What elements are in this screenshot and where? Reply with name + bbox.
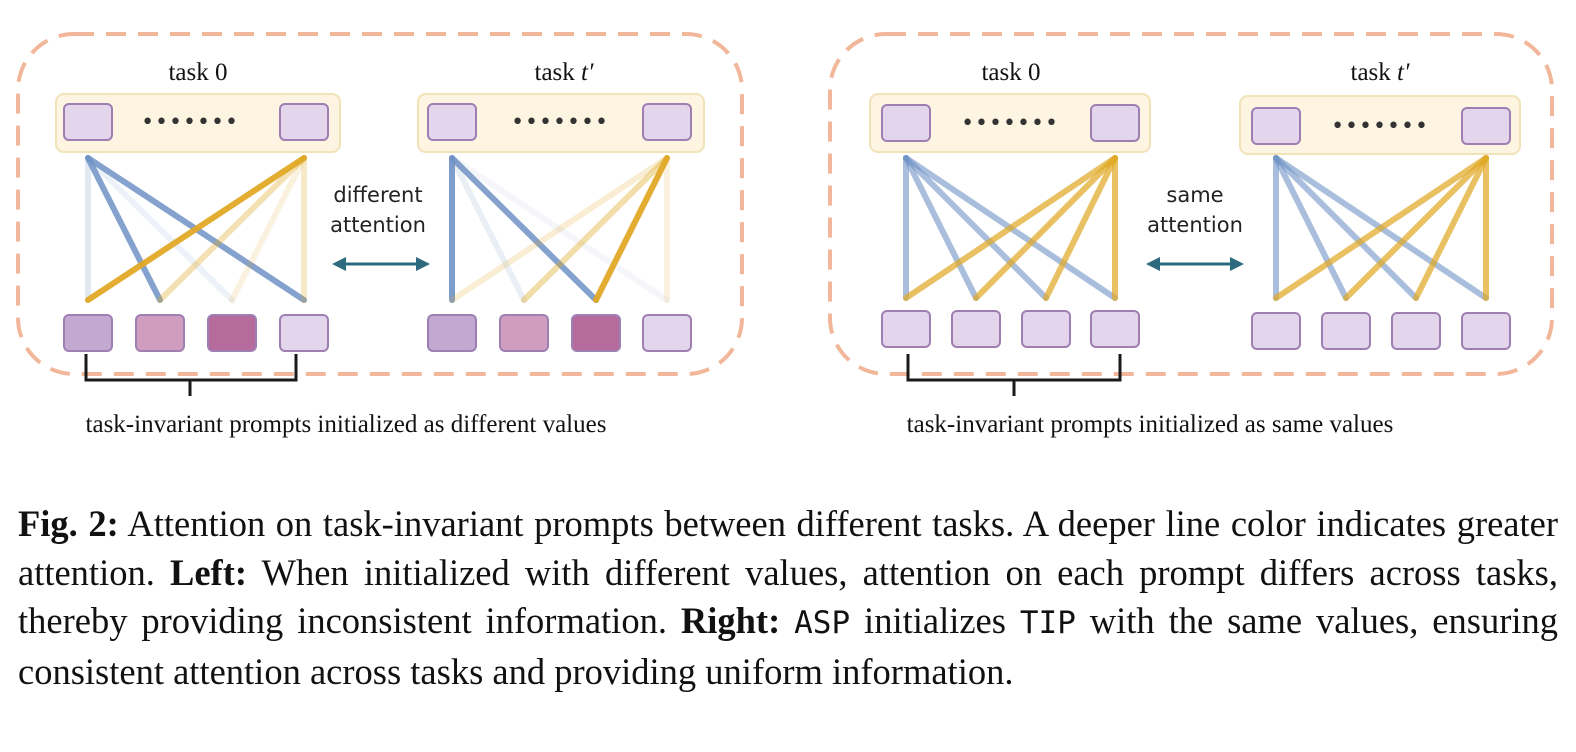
invariant-prompt-box (1090, 310, 1140, 348)
attention-label-line2: attention (330, 213, 426, 237)
caption-text-4: with the same values, ensuring consisten… (18, 600, 1558, 692)
attention-arrow-head-left (1146, 257, 1160, 271)
attention-line-blue (903, 155, 1049, 301)
brace-bracket (84, 354, 298, 396)
task-prompt-box (642, 103, 692, 141)
invariant-prompt-box (1461, 312, 1511, 350)
attention-line-gold (973, 155, 1118, 301)
attention-line-gold (85, 155, 307, 303)
ellipsis-dots: ••••••• (961, 111, 1059, 136)
task-prompt-box (1251, 107, 1301, 145)
caption-text-2: When initialized with different values, … (18, 551, 1558, 642)
attention-line-gold (593, 155, 670, 303)
ellipsis-dots: ••••••• (1331, 114, 1429, 139)
caption-text-3: initializes (850, 600, 1020, 641)
invariant-prompt-box (63, 314, 113, 352)
figure-caption: Fig. 2: Attention on task-invariant prom… (18, 500, 1558, 696)
task-prompt-box (881, 104, 931, 142)
task-prompt-container (869, 93, 1151, 153)
task-title: task 0 (168, 59, 227, 86)
brace-bracket (906, 354, 1122, 396)
task-prompt-box (1090, 104, 1140, 142)
ellipsis-dots: ••••••• (141, 110, 239, 135)
invariant-prompt-box (1391, 312, 1441, 350)
attention-label-line1: same (1166, 183, 1223, 207)
attention-line-gold (1273, 155, 1489, 301)
task-prompt-box (427, 103, 477, 141)
task-prompt-box (63, 103, 113, 141)
invariant-prompt-box (279, 314, 329, 352)
task-title: task t′ (1351, 59, 1410, 86)
invariant-prompt-box (951, 310, 1001, 348)
task-prompt-container (1239, 95, 1521, 155)
caption-left-label: Left: (170, 551, 248, 593)
attention-line-blue (449, 155, 670, 303)
attention-arrow-head-left (332, 257, 346, 271)
task-group-1: task t′ ••••••• (417, 59, 705, 352)
attention-line-gold (521, 155, 670, 303)
attention-line-blue (85, 155, 235, 303)
invariant-prompt-box (1321, 312, 1371, 350)
task-prompt-box (279, 103, 329, 141)
attention-line-gold (1413, 155, 1489, 301)
task-prompt-container (417, 93, 705, 153)
figure-diagram: task 0 ••••••• task t′ ••••••• different atte… (16, 32, 1554, 438)
task-prompt-box (1461, 107, 1511, 145)
invariant-prompt-box (427, 314, 477, 352)
attention-line-gold (449, 155, 670, 303)
panel-frame (828, 32, 1554, 376)
attention-line-gold (1343, 155, 1489, 301)
task-group-0: task 0 ••••••• (869, 59, 1151, 348)
attention-line-blue (903, 155, 979, 301)
attention-line-gold (229, 155, 307, 303)
attention-label-line1: different (333, 183, 422, 207)
panel-frame (16, 32, 744, 376)
panel-caption: task-invariant prompts initialized as sa… (907, 411, 1394, 438)
attention-arrow-head-right (416, 257, 430, 271)
caption-text-1: Attention on task-invariant prompts betw… (18, 503, 1558, 593)
caption-right-label: Right: (680, 600, 781, 641)
attention-label-line2: attention (1147, 213, 1243, 237)
attention-line-blue (85, 155, 163, 303)
invariant-prompt-box (881, 310, 931, 348)
task-title: task t′ (535, 59, 594, 86)
invariant-prompt-box (1251, 312, 1301, 350)
attention-line-blue (1273, 155, 1419, 301)
attention-line-blue (449, 155, 599, 303)
panel-right: task 0 ••••••• task t′ ••••••• same attention… (828, 32, 1554, 438)
attention-line-gold (1043, 155, 1118, 301)
invariant-prompt-box (571, 314, 621, 352)
attention-arrow-head-right (1230, 257, 1244, 271)
task-title: task 0 (981, 59, 1040, 86)
invariant-prompt-box (1021, 310, 1071, 348)
figure-label: Fig. 2: (18, 503, 119, 544)
invariant-prompt-box (642, 314, 692, 352)
panel-caption: task-invariant prompts initialized as di… (86, 411, 607, 438)
ellipsis-dots: ••••••• (511, 110, 609, 135)
invariant-prompt-box (207, 314, 257, 352)
attention-line-gold (157, 155, 307, 303)
task-prompt-container (55, 93, 341, 153)
attention-line-blue (1273, 155, 1349, 301)
task-group-0: task 0 ••••••• (55, 59, 341, 352)
invariant-prompt-box (499, 314, 549, 352)
caption-tip: TIP (1019, 605, 1076, 641)
attention-line-blue (449, 155, 527, 303)
attention-diagram: task 0 ••••••• task t′ ••••••• different atte… (16, 32, 1554, 438)
panel-left: task 0 ••••••• task t′ ••••••• different atte… (16, 32, 744, 438)
attention-line-gold (903, 155, 1118, 301)
invariant-prompt-box (135, 314, 185, 352)
task-group-1: task t′ ••••••• (1239, 59, 1521, 350)
caption-asp: ASP (794, 605, 851, 641)
